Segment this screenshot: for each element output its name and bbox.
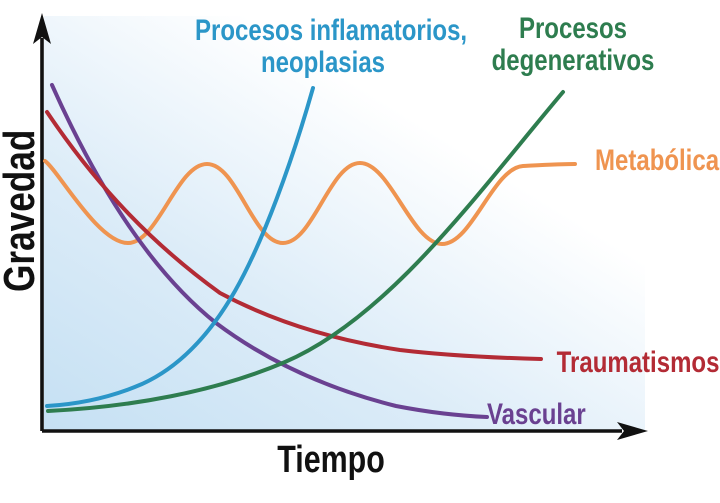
curve-degenerativos <box>46 90 565 413</box>
label-procesos-degenerativos: Procesos degenerativos <box>477 13 669 77</box>
curve-traumatismos <box>45 110 543 361</box>
x-axis-arrow-icon <box>617 422 648 440</box>
curve-inflamatorios-neoplasias <box>45 86 315 408</box>
label-procesos-inflamatorios-neoplasias: Procesos inflamatorios, neoplasias <box>195 14 468 79</box>
axes <box>33 13 648 440</box>
label-line-2: degenerativos <box>491 44 655 77</box>
label-line-1: Procesos inflamatorios, <box>195 14 468 47</box>
y-axis-arrow-icon <box>33 13 51 44</box>
label-vascular: Vascular <box>487 398 586 431</box>
label-metabolica: Metabólica <box>594 144 719 177</box>
label-line-2: neoplasias <box>260 46 386 79</box>
label-line-1: Procesos <box>518 12 628 45</box>
curve-metabolica <box>43 159 577 247</box>
plot-area-background <box>44 16 645 430</box>
y-axis-label: Gravedad <box>0 129 44 292</box>
x-axis-label: Tiempo <box>277 439 385 481</box>
curve-vascular <box>50 83 489 419</box>
label-traumatismos: Traumatismos <box>556 346 719 379</box>
